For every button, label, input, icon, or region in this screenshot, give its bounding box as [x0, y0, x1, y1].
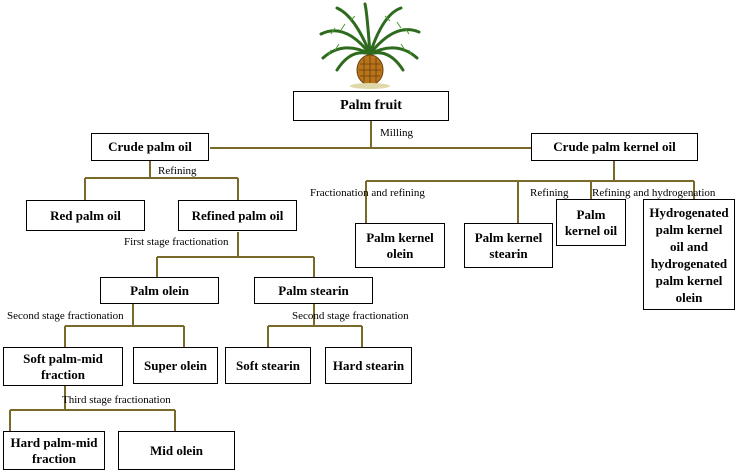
node-crude-palm-oil: Crude palm oil — [91, 133, 209, 161]
label-refining-and-hydrogenation: Refining and hydrogenation — [592, 187, 716, 199]
node-hard-palm-mid-fraction-label: Hard palm-mid fraction — [10, 434, 98, 466]
node-hard-palm-mid-fraction: Hard palm-mid fraction — [3, 431, 105, 470]
node-refined-palm-oil: Refined palm oil — [178, 200, 297, 231]
node-palm-olein-label: Palm olein — [130, 282, 189, 298]
node-mid-olein: Mid olein — [118, 431, 235, 470]
node-soft-stearin-label: Soft stearin — [236, 357, 300, 373]
label-third-stage-fractionation: Third stage fractionation — [62, 394, 171, 406]
node-palm-fruit-label: Palm fruit — [340, 98, 402, 113]
node-hydrogenated-label: Hydrogenated palm kernel oil and hydroge… — [649, 204, 729, 305]
node-palm-kernel-olein: Palm kernel olein — [355, 223, 445, 268]
node-mid-olein-label: Mid olein — [149, 442, 204, 458]
node-red-palm-oil-label: Red palm oil — [50, 207, 121, 223]
label-milling: Milling — [380, 127, 414, 139]
node-palm-stearin: Palm stearin — [254, 277, 373, 304]
node-palm-olein: Palm olein — [100, 277, 219, 304]
node-super-olein-label: Super olein — [144, 357, 207, 373]
label-second-stage-fractionation-olein: Second stage fractionation — [7, 310, 124, 322]
node-palm-stearin-label: Palm stearin — [278, 282, 349, 298]
label-refining-kernel-oil: Refining — [530, 187, 569, 199]
node-refined-palm-oil-label: Refined palm oil — [191, 207, 284, 223]
node-palm-fruit: Palm fruit — [293, 91, 449, 121]
node-palm-kernel-oil-label: Palm kernel oil — [564, 206, 618, 238]
label-first-stage-fractionation: First stage fractionation — [124, 236, 229, 248]
node-palm-kernel-olein-label: Palm kernel olein — [366, 229, 434, 261]
label-second-stage-fractionation-stearin: Second stage fractionation — [292, 310, 409, 322]
node-hydrogenated: Hydrogenated palm kernel oil and hydroge… — [643, 199, 735, 310]
node-palm-kernel-oil: Palm kernel oil — [556, 199, 626, 246]
label-fractionation-and-refining: Fractionation and refining — [310, 187, 425, 199]
node-hard-stearin-label: Hard stearin — [332, 357, 405, 373]
node-soft-palm-mid-fraction-label: Soft palm-mid fraction — [23, 350, 103, 382]
node-soft-stearin: Soft stearin — [225, 347, 311, 384]
node-palm-kernel-stearin-label: Palm kernel stearin — [474, 229, 543, 261]
node-red-palm-oil: Red palm oil — [26, 200, 145, 231]
node-palm-kernel-stearin: Palm kernel stearin — [464, 223, 553, 268]
palm-tree-icon — [315, 2, 425, 90]
node-soft-palm-mid-fraction: Soft palm-mid fraction — [3, 347, 123, 386]
node-hard-stearin: Hard stearin — [325, 347, 412, 384]
node-crude-palm-kernel-oil-label: Crude palm kernel oil — [553, 139, 676, 154]
node-crude-palm-oil-label: Crude palm oil — [108, 139, 192, 154]
node-super-olein: Super olein — [133, 347, 218, 384]
node-crude-palm-kernel-oil: Crude palm kernel oil — [531, 133, 698, 161]
label-refining-crude-palm-oil: Refining — [158, 165, 197, 177]
